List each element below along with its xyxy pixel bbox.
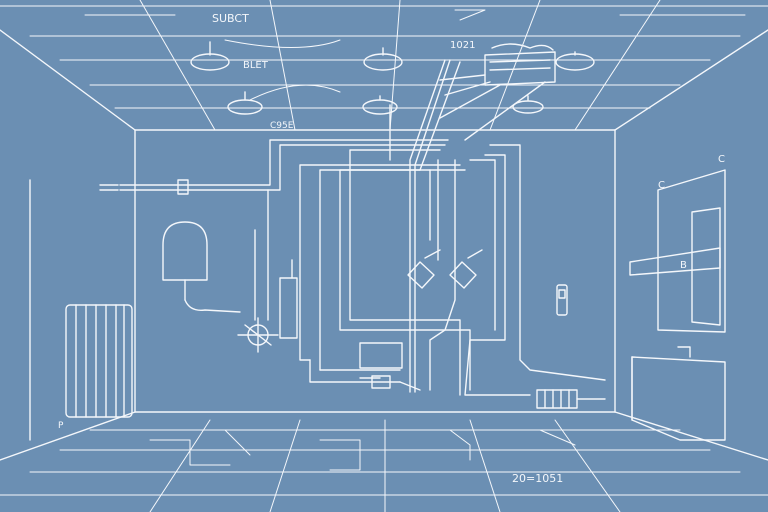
floor-grid [0, 419, 768, 512]
control-panel-tall [279, 259, 298, 339]
radiator [65, 304, 133, 418]
ceiling-grid [0, 0, 768, 131]
central-junction-box [359, 342, 403, 389]
label-right-upper: C [718, 154, 725, 165]
label-ceiling-note: BLET [243, 60, 269, 71]
sink-counter [631, 346, 726, 441]
label-shelf-mark: B [680, 260, 687, 271]
label-date-stamp: 20=1051 [512, 472, 563, 485]
ceiling-lights [190, 41, 595, 115]
label-ceiling-number: 1021 [450, 40, 475, 51]
room-outline [0, 29, 768, 461]
filter-manifold [536, 389, 606, 409]
pipe-network [119, 59, 606, 396]
label-right-wall: C [658, 180, 665, 191]
wall-cabinet [629, 169, 726, 333]
wall-inlet-arrows [99, 179, 189, 195]
ceiling-ventilation-unit [439, 43, 556, 141]
valve-assembly [237, 317, 279, 353]
label-wall-marker: C95E [270, 121, 294, 131]
label-top-banner: SUBCT [212, 12, 249, 25]
wall-outlet [556, 284, 568, 316]
label-left-marker: P [58, 421, 64, 431]
drawing-labels: SUBCT BLET 1021 C95E C C P B 20=1051 [58, 12, 725, 485]
water-heater [162, 221, 241, 313]
pipe-valves [407, 249, 483, 289]
